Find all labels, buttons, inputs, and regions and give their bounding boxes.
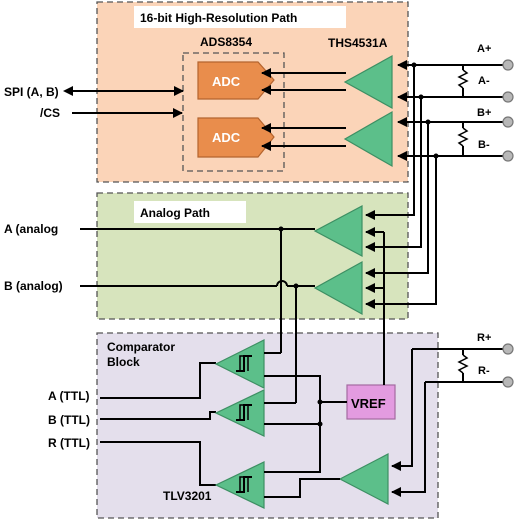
b-plus-tap [365, 122, 429, 278]
comparator-b [214, 389, 265, 437]
b-plus-label: B+ [477, 107, 491, 119]
r-minus-to-amp [391, 382, 426, 497]
a-plus-label: A+ [477, 43, 491, 55]
ads8354-group [182, 52, 285, 172]
a-minus-terminal [502, 91, 514, 103]
b-minus-label: B- [478, 139, 490, 151]
high-res-title-box [134, 6, 346, 28]
b-termination-resistor [457, 122, 469, 156]
a-minus-label: A- [478, 75, 490, 87]
r-minus-terminal [502, 376, 514, 388]
adc-b-label: ADC [212, 130, 241, 145]
r-plus-label: R+ [477, 332, 491, 344]
vref-box [346, 384, 396, 420]
b-ttl-line [100, 411, 216, 420]
b-plus-tap-dot [425, 119, 431, 125]
r-ttl-label: R (TTL) [48, 436, 90, 450]
a-minus-tap [365, 97, 422, 252]
a-ttl-line [100, 362, 216, 399]
comparator-title-line1: Comparator [107, 340, 175, 354]
b-minus-tap-dot [433, 153, 439, 159]
a-minus-tap-dot [418, 94, 424, 100]
vref-junction [317, 399, 323, 405]
ths4531a-label: THS4531A [328, 36, 388, 50]
analog-title-box [134, 201, 246, 223]
ads8354-label: ADS8354 [200, 35, 252, 49]
comparator-a [214, 339, 265, 389]
high-res-title: 16-bit High-Resolution Path [140, 11, 297, 25]
analog-amp-b [313, 260, 363, 316]
vref-label: VREF [351, 396, 386, 411]
vref-ref-a [264, 375, 321, 402]
r-plus-to-amp [391, 349, 413, 471]
r-termination-resistor [457, 349, 469, 382]
vref-junction-2 [317, 421, 323, 427]
b-ttl-label: B (TTL) [48, 413, 90, 427]
a-plus-tap [365, 65, 415, 220]
a-analog-junction [278, 226, 284, 232]
a-plus-tap-dot [411, 62, 417, 68]
r-plus-terminal [502, 343, 514, 355]
ths4531a-amp-a [343, 54, 393, 110]
a-plus-terminal [502, 59, 514, 71]
b-minus-tap [365, 156, 437, 309]
a-analog-label: A (analog [4, 222, 58, 236]
b-analog-junction [293, 283, 299, 289]
analog-amp-a [313, 205, 363, 257]
spi-label: SPI (A, B) [4, 85, 59, 99]
b-minus-terminal [502, 150, 514, 162]
r-minus-label: R- [478, 365, 490, 377]
adc-a-label: ADC [212, 74, 241, 89]
ths4531a-amp-b [343, 110, 393, 168]
tlv3201-label: TLV3201 [163, 489, 212, 503]
r-amp-to-cmp [264, 478, 340, 498]
comparator-r [214, 461, 265, 509]
comparator-title-line2: Block [107, 355, 140, 369]
r-ttl-line [100, 441, 216, 486]
b-analog-label: B (analog) [4, 279, 63, 293]
b-plus-terminal [502, 116, 514, 128]
a-ttl-label: A (TTL) [48, 389, 90, 403]
analog-title: Analog Path [140, 206, 210, 220]
vref-ref-r [264, 424, 321, 473]
a-termination-resistor [457, 65, 469, 97]
cs-label: /CS [40, 106, 60, 120]
r-diff-amp [338, 453, 389, 505]
